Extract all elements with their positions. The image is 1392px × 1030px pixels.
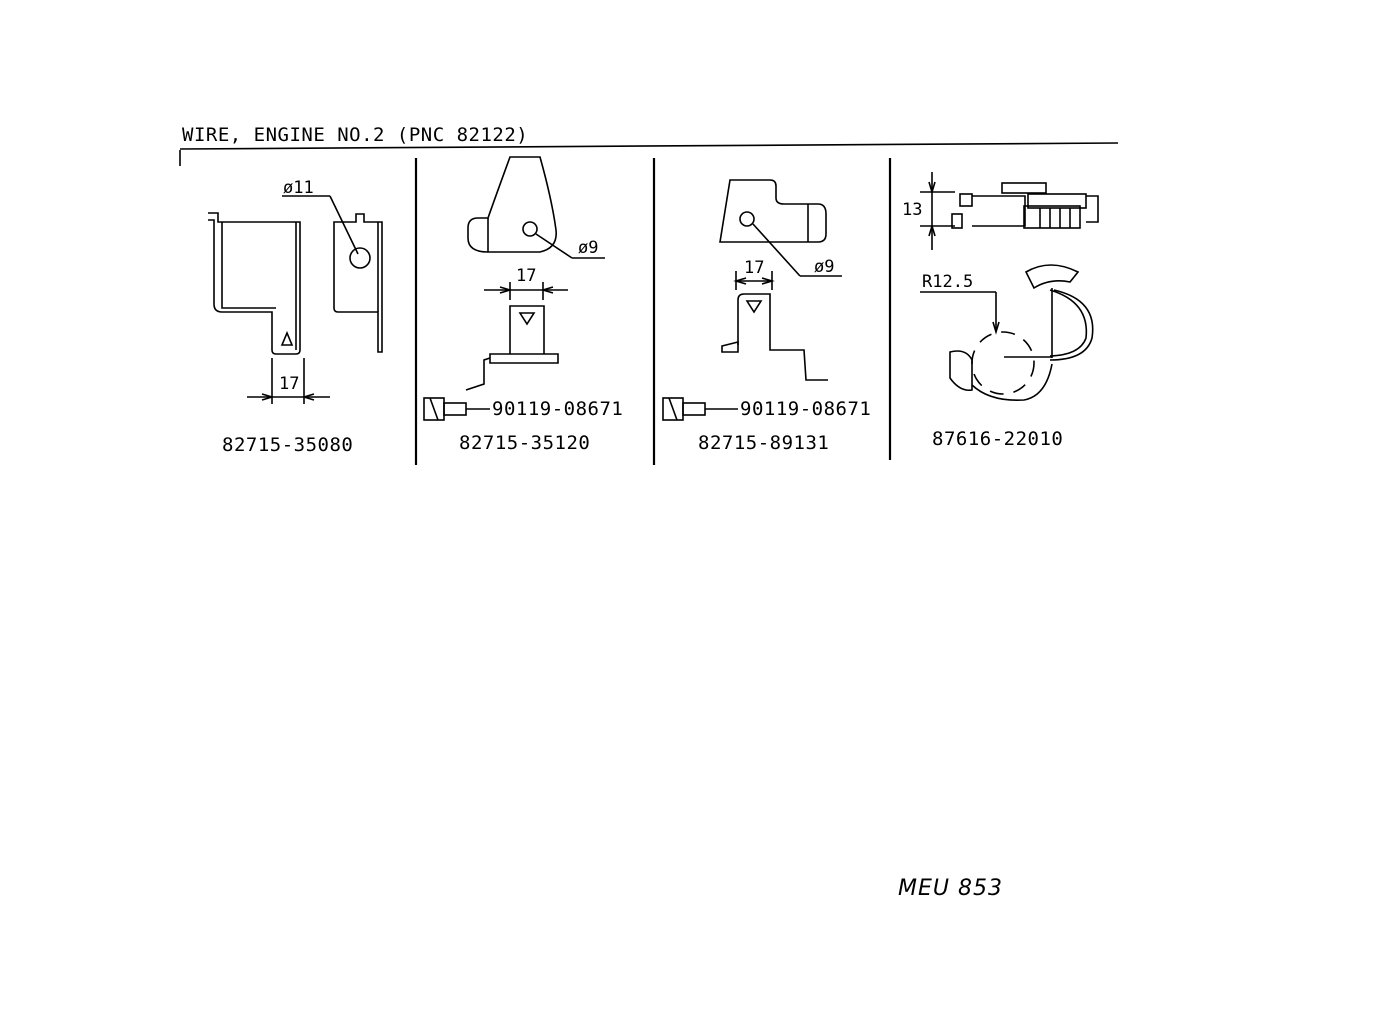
bolt-icon-2 xyxy=(662,397,738,421)
bracket-89131-top xyxy=(719,179,842,277)
clamp-side-view xyxy=(920,172,1099,250)
width-label-2: 17 xyxy=(516,266,537,286)
bracket-35080-front xyxy=(208,212,330,404)
part-number-1: 82715-35080 xyxy=(222,434,354,456)
height-label-4: 13 xyxy=(902,200,923,220)
diameter-label-1: ø11 xyxy=(283,178,314,198)
bolt-part-number-2: 90119-08671 xyxy=(740,398,872,420)
bolt-icon-1 xyxy=(423,397,490,421)
diameter-label-3: ø9 xyxy=(814,257,835,277)
radius-label-4: R12.5 xyxy=(922,272,974,292)
bracket-89131-bottom xyxy=(721,271,828,381)
part-number-2: 82715-35120 xyxy=(459,432,591,454)
header-rule xyxy=(179,142,1119,150)
width-label-1: 17 xyxy=(279,374,300,394)
handwritten-note: MEU 853 xyxy=(898,876,1003,901)
bracket-35120-top xyxy=(467,156,605,259)
part-number-3: 82715-89131 xyxy=(698,432,830,454)
bracket-35080-side xyxy=(282,195,383,353)
diameter-label-2: ø9 xyxy=(578,238,599,258)
width-label-3: 17 xyxy=(744,258,765,278)
clamp-front-view xyxy=(920,264,1094,402)
bolt-part-number-1: 90119-08671 xyxy=(492,398,624,420)
page-title: WIRE, ENGINE NO.2 (PNC 82122) xyxy=(182,124,529,146)
part-number-4: 87616-22010 xyxy=(932,428,1064,450)
bracket-35120-bottom xyxy=(465,282,568,391)
